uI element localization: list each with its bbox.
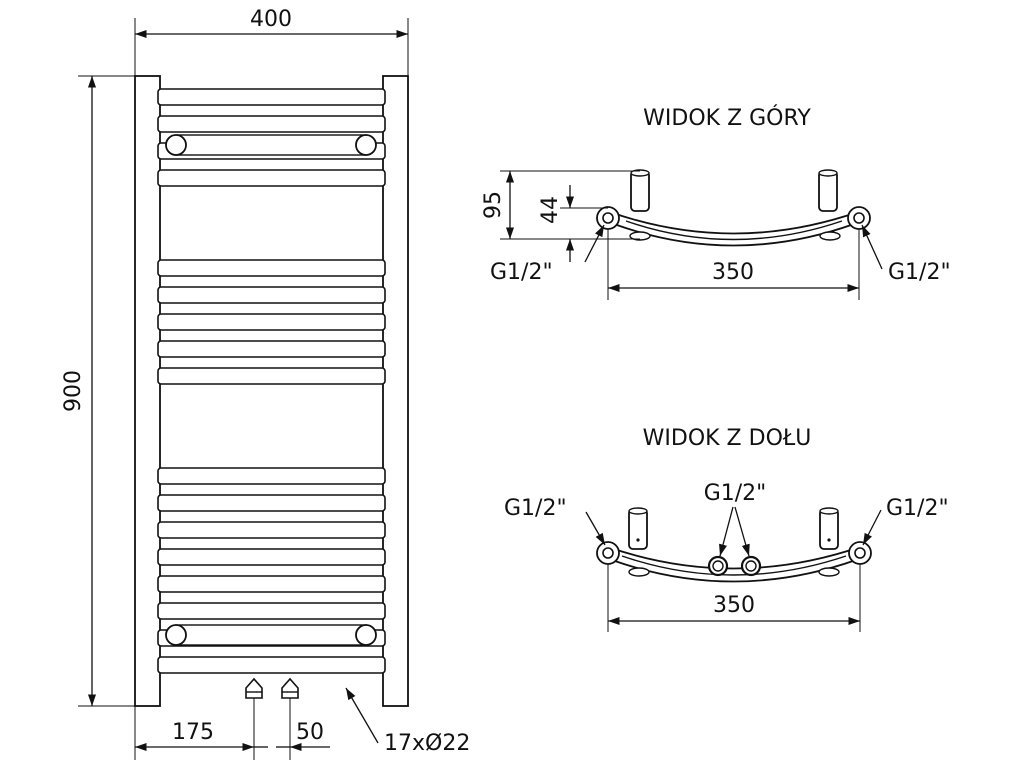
- wall-mount: [628, 508, 648, 550]
- horizontal-tube: [157, 575, 386, 593]
- height-label: 900: [61, 370, 86, 412]
- horizontal-tube: [157, 494, 386, 512]
- horizontal-tube: [157, 313, 386, 331]
- right-thread-label: G1/2": [886, 496, 949, 521]
- span-label: 350: [713, 593, 755, 618]
- horizontal-tube: [157, 521, 386, 539]
- horizontal-tube: [157, 340, 386, 358]
- top-view: WIDOK Z GÓRY 95 44 G1/2" G1/2": [481, 105, 951, 300]
- right-column: [382, 75, 409, 707]
- horizontal-tube: [157, 656, 386, 674]
- horizontal-tube: [157, 115, 386, 133]
- left-column: [134, 75, 161, 707]
- curved-body: [607, 546, 861, 570]
- horizontal-tube: [157, 169, 386, 187]
- horizontal-tube: [157, 286, 386, 304]
- front-view: 400 900 175 50 17xØ22: [61, 7, 470, 760]
- horizontal-tube: [157, 467, 386, 485]
- center-thread-label: G1/2": [704, 481, 767, 506]
- curved-body: [609, 211, 859, 235]
- wall-bracket: [165, 134, 377, 156]
- horizontal-tube: [157, 259, 386, 277]
- tube-spec-leader: [345, 687, 379, 744]
- wall-mount: [630, 170, 650, 212]
- bottom-connector: [245, 677, 263, 699]
- horizontal-tube: [157, 88, 386, 106]
- span-label: 350: [712, 260, 754, 285]
- horizontal-tube: [157, 602, 386, 620]
- horizontal-tube: [157, 367, 386, 385]
- inner-depth-label: 44: [538, 196, 563, 224]
- bottom-view: WIDOK Z DOŁU G1/2" G1/2" G1/2": [504, 426, 949, 632]
- right-thread-label: G1/2": [888, 260, 951, 285]
- top-view-title: WIDOK Z GÓRY: [643, 105, 811, 131]
- bottom-connector: [281, 677, 299, 699]
- depth-label: 95: [481, 191, 506, 219]
- bottom-view-title: WIDOK Z DOŁU: [643, 426, 812, 451]
- offset-label: 175: [172, 720, 214, 745]
- tube-spec-label: 17xØ22: [384, 731, 470, 756]
- spacing-label: 50: [296, 720, 324, 745]
- horizontal-tube: [157, 548, 386, 566]
- left-thread-label: G1/2": [504, 496, 567, 521]
- width-label: 400: [250, 7, 292, 32]
- left-thread-label: G1/2": [490, 260, 553, 285]
- wall-bracket: [165, 624, 377, 646]
- tube-group: [157, 88, 386, 674]
